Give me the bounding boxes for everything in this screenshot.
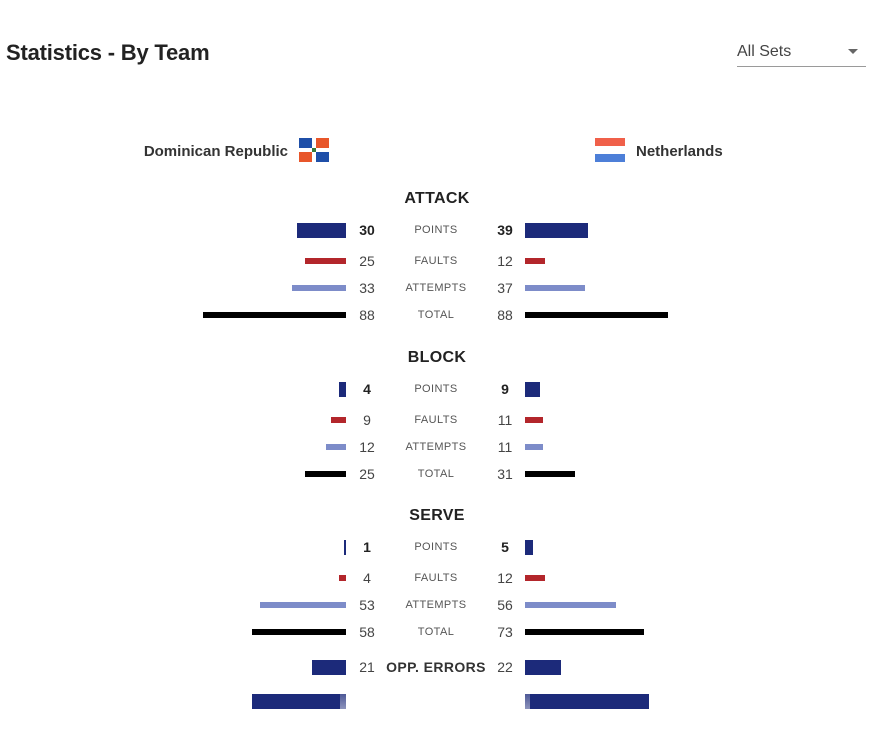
serve-faults-label: FAULTS [414,572,458,584]
block-attempts-label: ATTEMPTS [405,441,467,453]
serve-points-bar-home [344,539,346,555]
serve-faults-bar-home [339,575,346,581]
block-points-bar-home [339,381,346,397]
attack-faults-value-home: 25 [359,253,375,269]
block-faults-value-home: 9 [363,412,371,428]
opp-errors-bar-home [312,660,346,675]
grand-total-bar-home [252,694,346,709]
page-title: Statistics - By Team [6,40,210,65]
flag-dominican-republic-icon [299,138,329,162]
block-attempts-bar-away [525,444,543,450]
serve-total-label: TOTAL [417,626,455,638]
block-points-value-away: 9 [501,381,509,397]
serve-total-value-away: 73 [497,624,513,640]
grand-total-bar-away [525,694,649,709]
attack-total-label: TOTAL [417,309,455,321]
block-total-bar-home [305,471,346,477]
serve-total-bar-away [525,629,644,635]
serve-attempts-value-away: 56 [497,597,513,613]
attack-points-label: POINTS [414,224,458,236]
block-faults-label: FAULTS [414,414,458,426]
attack-points-value-away: 39 [497,222,513,238]
attack-total-value-away: 88 [497,307,513,323]
section-title-block: BLOCK [407,349,467,366]
serve-attempts-bar-away [525,602,616,608]
serve-total-value-home: 58 [359,624,375,640]
opp-errors-bar-away [525,660,561,675]
attack-points-bar-home [297,222,346,238]
set-filter-dropdown[interactable]: All Sets [737,40,866,67]
attack-faults-value-away: 12 [497,253,513,269]
block-attempts-value-home: 12 [359,439,375,455]
attack-attempts-value-away: 37 [497,280,513,296]
attack-total-bar-away [525,312,668,318]
opp-errors-value-away: 22 [497,659,513,675]
serve-attempts-bar-home [260,602,346,608]
block-attempts-value-away: 11 [497,439,513,455]
serve-faults-value-home: 4 [363,570,371,586]
attack-total-bar-home [203,312,346,318]
section-title-attack: ATTACK [404,190,470,207]
block-total-bar-away [525,471,575,477]
attack-points-bar-away [525,222,588,238]
attack-attempts-value-home: 33 [359,280,375,296]
serve-attempts-label: ATTEMPTS [405,599,467,611]
attack-attempts-bar-away [525,285,585,291]
serve-faults-bar-away [525,575,545,581]
block-total-value-home: 25 [359,466,375,482]
serve-faults-value-away: 12 [497,570,513,586]
serve-points-value-home: 1 [363,539,371,555]
block-points-bar-away [525,381,540,397]
block-total-label: TOTAL [417,468,455,480]
opp-errors-value-home: 21 [359,659,375,675]
serve-points-label: POINTS [414,541,458,553]
attack-faults-bar-home [305,258,346,264]
serve-total-bar-home [252,629,346,635]
serve-points-value-away: 5 [501,539,509,555]
attack-faults-label: FAULTS [414,255,458,267]
set-filter-value: All Sets [737,43,792,60]
flag-netherlands-icon [595,138,625,162]
away-team-name: Netherlands [636,143,723,160]
block-faults-value-away: 11 [497,412,513,428]
attack-attempts-label: ATTEMPTS [405,282,467,294]
block-points-label: POINTS [414,383,458,395]
scroll-fade [340,693,530,733]
block-faults-bar-away [525,417,543,423]
opp-errors-label: OPP. ERRORS [386,659,486,675]
serve-attempts-value-home: 53 [359,597,375,613]
block-attempts-bar-home [326,444,346,450]
attack-total-value-home: 88 [359,307,375,323]
block-total-value-away: 31 [497,466,513,482]
attack-points-value-home: 30 [359,222,375,238]
block-faults-bar-home [331,417,346,423]
home-team-name: Dominican Republic [143,143,288,160]
section-title-serve: SERVE [409,507,465,524]
attack-faults-bar-away [525,258,545,264]
serve-points-bar-away [525,539,533,555]
attack-attempts-bar-home [292,285,346,291]
chevron-down-icon [848,49,858,54]
block-points-value-home: 4 [363,381,371,397]
